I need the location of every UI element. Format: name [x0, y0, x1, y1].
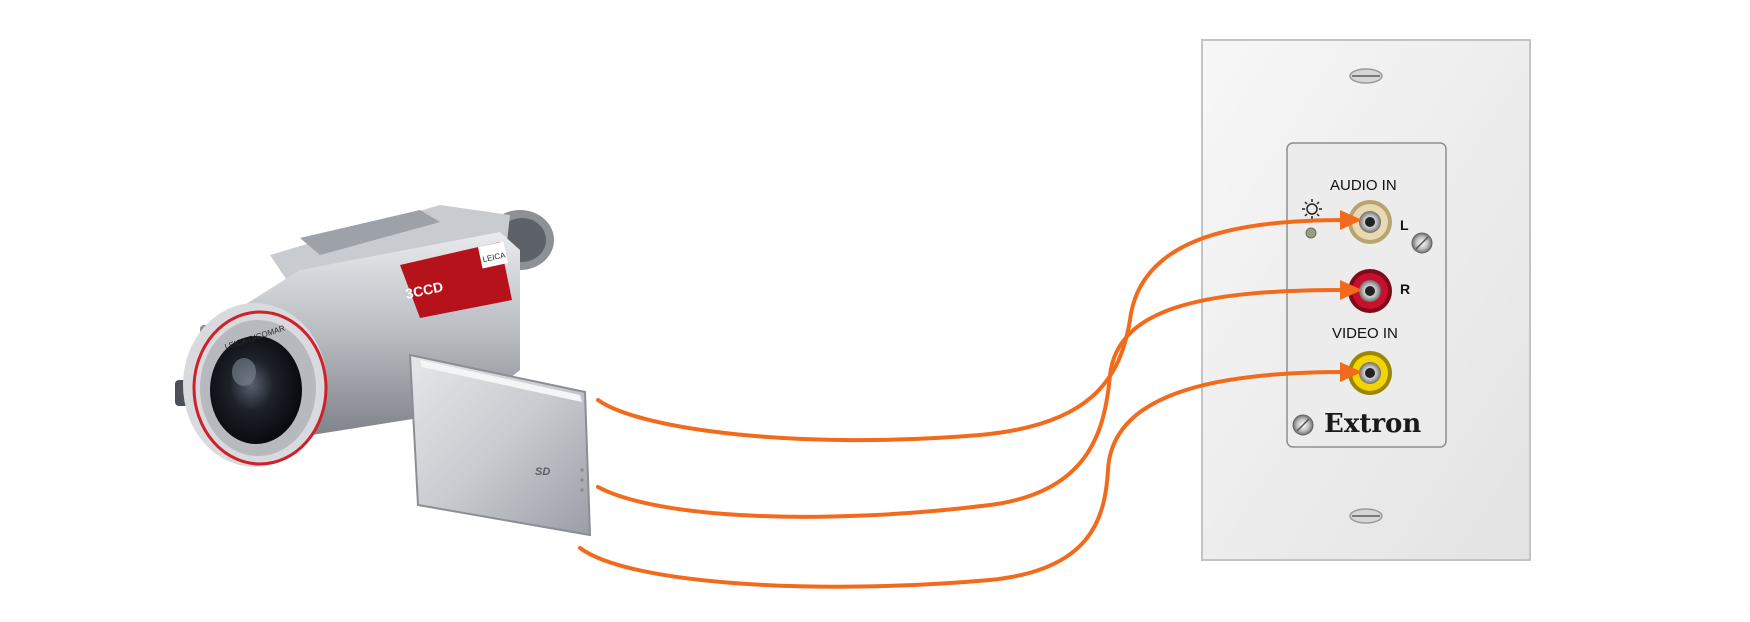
video-in-label: VIDEO IN — [1332, 325, 1398, 342]
right-channel-label: R — [1400, 281, 1410, 297]
sun-indicator-icon — [1302, 199, 1322, 219]
indicator-led — [1305, 227, 1317, 239]
audio-in-label: AUDIO IN — [1330, 177, 1397, 194]
arrow-audio-left-icon — [1340, 210, 1362, 230]
audio-in-left-jack[interactable] — [1348, 200, 1392, 244]
left-channel-label: L — [1400, 217, 1409, 233]
brand-logo: Extron — [1324, 409, 1421, 439]
cable-video — [578, 370, 1347, 589]
sd-logo: SD — [535, 466, 550, 478]
svg-text:3CCD: 3CCD — [404, 278, 445, 302]
lcd-screen — [408, 353, 592, 537]
cables — [578, 218, 1347, 589]
audio-in-right-jack[interactable] — [1348, 269, 1392, 313]
side-screw-icon — [1411, 232, 1433, 254]
arrow-audio-right-icon — [1340, 280, 1362, 300]
lens-glass — [210, 336, 302, 444]
top-screw-icon — [1349, 68, 1383, 84]
video-in-jack[interactable] — [1348, 351, 1392, 395]
cable-audio-right — [596, 288, 1347, 519]
bottom-screw-icon — [1349, 508, 1383, 524]
wall-plate: AUDIO IN L R VIDEO IN — [1201, 39, 1531, 561]
cable-arrowheads — [1340, 210, 1362, 382]
cable-audio-left — [596, 218, 1347, 443]
arrow-video-icon — [1340, 362, 1362, 382]
panel-screw-icon — [1292, 414, 1314, 436]
camcorder: LEICA 3CCD LEICA DICOMAR SD — [175, 205, 592, 537]
